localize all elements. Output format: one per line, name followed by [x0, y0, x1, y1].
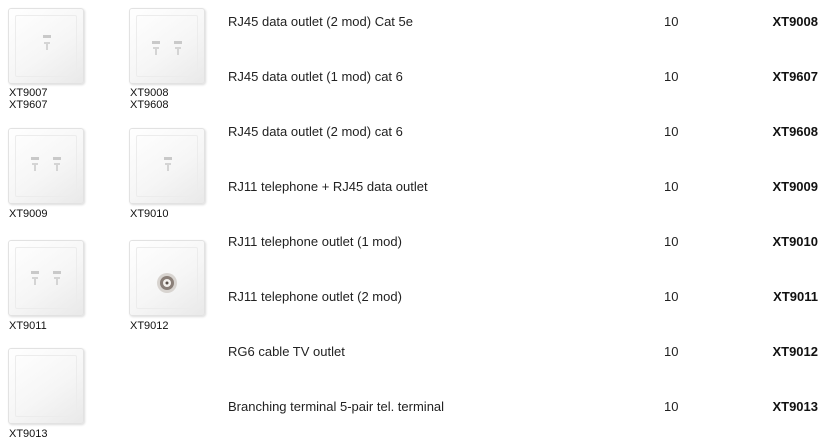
product-reference: XT9008 — [772, 14, 818, 29]
product-code-label: XT9009 — [9, 208, 48, 220]
product-image-xt9007 — [8, 8, 84, 84]
product-quantity: 10 — [664, 69, 679, 84]
product-reference: XT9012 — [772, 344, 818, 359]
product-description: Branching terminal 5-pair tel. terminal — [228, 399, 445, 414]
product-quantity: 10 — [664, 234, 679, 249]
product-image-xt9010 — [129, 128, 205, 204]
double-port-icon — [31, 271, 61, 285]
product-reference: XT9608 — [772, 124, 818, 139]
product-code-label: XT9012 — [130, 320, 169, 332]
product-reference: XT9607 — [772, 69, 818, 84]
product-image-xt9011 — [8, 240, 84, 316]
double-rj45-port-icon — [152, 41, 182, 55]
product-description: RG6 cable TV outlet — [228, 344, 345, 359]
product-code-label: XT9011 — [9, 320, 47, 332]
product-image-xt9012 — [129, 240, 205, 316]
product-description: RJ11 telephone outlet (1 mod) — [228, 234, 402, 249]
blank-plate-icon — [9, 349, 85, 425]
product-quantity: 10 — [664, 179, 679, 194]
coax-tv-port-icon — [157, 273, 177, 293]
product-description: RJ45 data outlet (2 mod) cat 6 — [228, 124, 403, 139]
product-description: RJ11 telephone outlet (2 mod) — [228, 289, 402, 304]
product-image-xt9009 — [8, 128, 84, 204]
product-image-xt9008 — [129, 8, 205, 84]
product-quantity: 10 — [664, 344, 679, 359]
product-code-label: XT9013 — [9, 428, 48, 440]
product-reference: XT9009 — [772, 179, 818, 194]
product-quantity: 10 — [664, 124, 679, 139]
product-reference: XT9010 — [772, 234, 818, 249]
product-image-xt9013 — [8, 348, 84, 424]
product-quantity: 10 — [664, 289, 679, 304]
single-port-icon — [164, 157, 172, 171]
product-description: RJ45 data outlet (2 mod) Cat 5e — [228, 14, 413, 29]
product-reference: XT9013 — [772, 399, 818, 414]
product-description: RJ45 data outlet (1 mod) cat 6 — [228, 69, 403, 84]
product-quantity: 10 — [664, 399, 679, 414]
product-quantity: 10 — [664, 14, 679, 29]
single-rj45-port-icon — [43, 35, 51, 50]
product-reference: XT9011 — [773, 289, 818, 304]
double-port-icon — [31, 157, 61, 171]
product-description: RJ11 telephone + RJ45 data outlet — [228, 179, 428, 194]
product-code-label: XT9010 — [130, 208, 169, 220]
